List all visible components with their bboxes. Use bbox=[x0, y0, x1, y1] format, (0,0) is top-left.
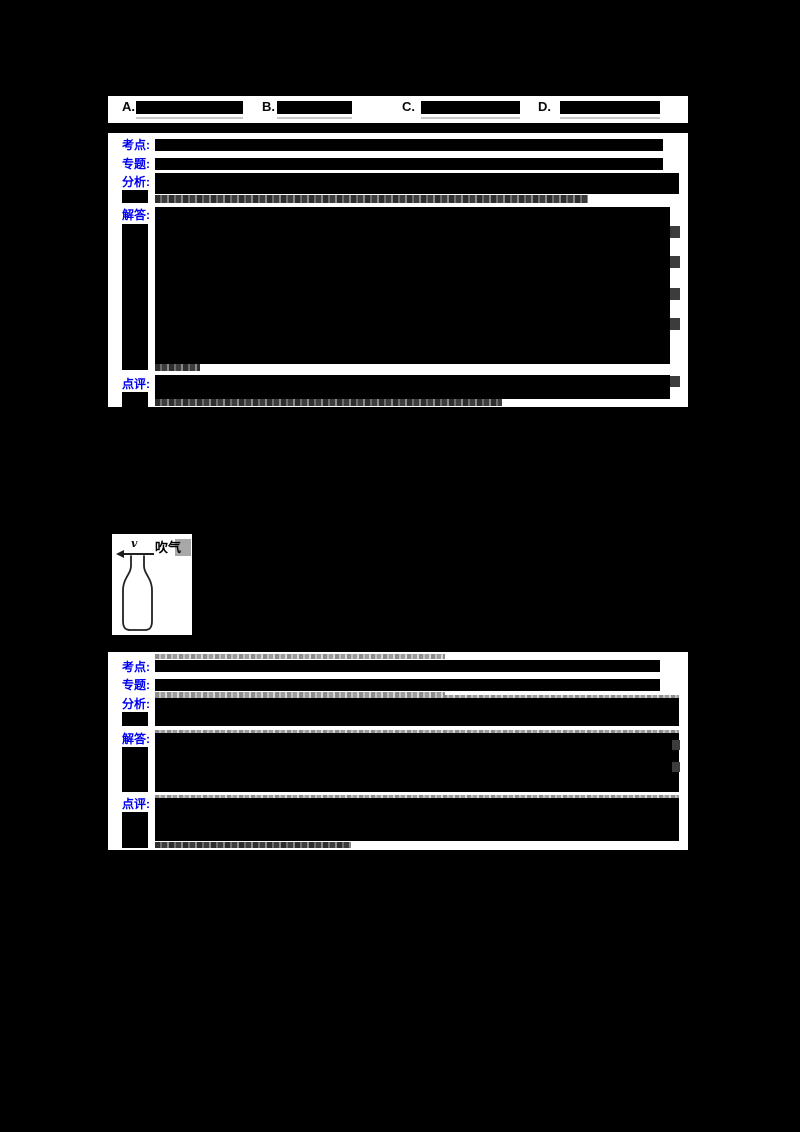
option-underline bbox=[136, 117, 243, 119]
row-label-comment: 点评: bbox=[122, 377, 150, 391]
redacted-text-line bbox=[155, 654, 445, 659]
redacted-label-filler bbox=[122, 747, 148, 792]
redacted-text-line bbox=[155, 399, 502, 406]
redacted-text-block bbox=[155, 207, 670, 364]
redaction-fragment bbox=[670, 288, 680, 300]
redacted-text-block bbox=[155, 798, 679, 841]
redacted-text-line bbox=[155, 692, 445, 696]
redacted-label-filler bbox=[122, 224, 148, 370]
bottle-figure-panel: v 吹气 bbox=[112, 534, 192, 635]
redacted-label-filler bbox=[122, 812, 148, 848]
row-label-topic: 专题: bbox=[122, 678, 150, 692]
solution-panel-1: 考点: 专题: 分析: 解答: 点评: bbox=[108, 133, 688, 407]
row-label-analysis: 分析: bbox=[122, 697, 150, 711]
redacted-text-line bbox=[155, 660, 660, 672]
redacted-option-text bbox=[421, 101, 520, 114]
redacted-text-line bbox=[155, 139, 663, 151]
redaction-fragment bbox=[670, 376, 680, 387]
row-label-comment: 点评: bbox=[122, 797, 150, 811]
row-label-topic: 专题: bbox=[122, 157, 150, 171]
option-underline bbox=[560, 117, 660, 119]
redacted-text-line bbox=[155, 695, 679, 699]
option-letter-a: A. bbox=[122, 99, 135, 114]
redacted-text-line bbox=[155, 795, 679, 799]
redacted-option-text bbox=[560, 101, 660, 114]
redacted-text-block bbox=[155, 733, 679, 792]
redacted-text-line bbox=[155, 364, 200, 371]
redaction-fragment bbox=[672, 740, 680, 750]
redacted-text-line bbox=[155, 158, 663, 170]
blow-direction-arrow-icon bbox=[116, 550, 124, 558]
row-label-analysis: 分析: bbox=[122, 175, 150, 189]
redaction-fragment bbox=[672, 762, 680, 772]
redacted-text-line bbox=[155, 842, 351, 848]
option-letter-c: C. bbox=[402, 99, 415, 114]
bottle-icon bbox=[122, 553, 153, 631]
redacted-option-text bbox=[277, 101, 352, 114]
redacted-label-filler bbox=[122, 712, 148, 726]
redacted-text-block bbox=[155, 698, 679, 726]
redacted-text-line bbox=[155, 679, 660, 691]
row-label-exam-point: 考点: bbox=[122, 660, 150, 674]
options-bar: A. B. C. D. bbox=[108, 96, 688, 123]
row-label-solution: 解答: bbox=[122, 208, 150, 222]
redacted-option-text bbox=[136, 101, 243, 114]
redacted-label-filler bbox=[122, 190, 148, 203]
option-underline bbox=[277, 117, 352, 119]
redacted-text-block bbox=[155, 173, 679, 194]
row-label-solution: 解答: bbox=[122, 732, 150, 746]
blow-air-label: 吹气 bbox=[155, 540, 182, 555]
redaction-fragment bbox=[670, 318, 680, 330]
solution-panel-2: 考点: 专题: 分析: 解答: 点评: bbox=[108, 652, 688, 850]
row-label-exam-point: 考点: bbox=[122, 138, 150, 152]
option-letter-b: B. bbox=[262, 99, 275, 114]
redacted-text-line bbox=[155, 730, 679, 734]
redaction-fragment bbox=[670, 256, 680, 268]
air-speed-label: v bbox=[131, 537, 138, 550]
option-letter-d: D. bbox=[538, 99, 551, 114]
redacted-label-filler bbox=[122, 392, 148, 407]
redacted-text-line bbox=[155, 195, 588, 203]
redacted-text-block bbox=[155, 375, 670, 399]
smudge-artifact bbox=[175, 539, 191, 556]
redaction-fragment bbox=[670, 226, 680, 238]
option-underline bbox=[421, 117, 520, 119]
